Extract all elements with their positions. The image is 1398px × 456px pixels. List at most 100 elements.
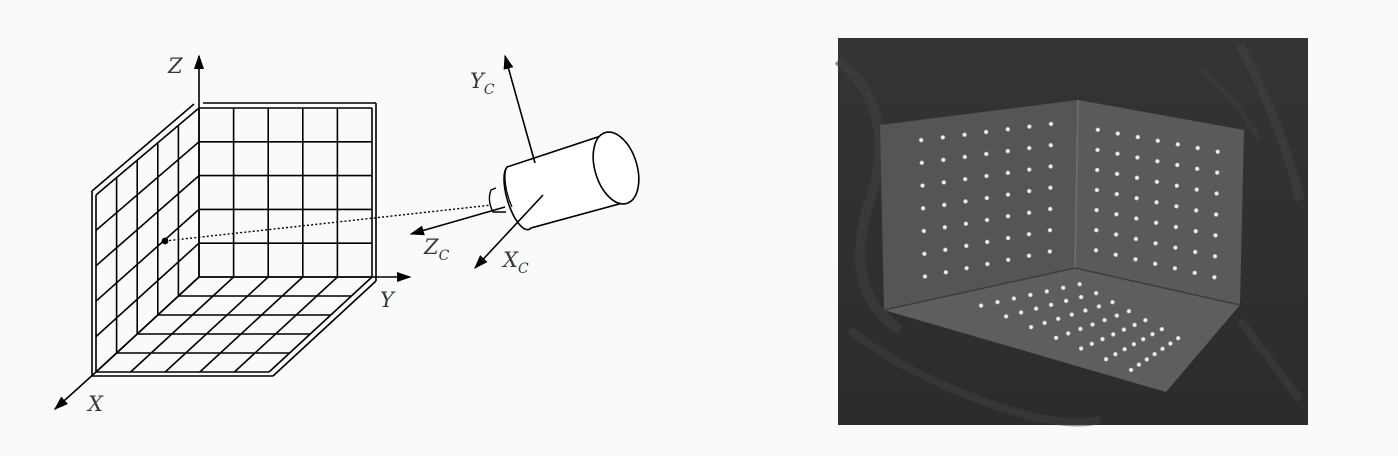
left-wall-dot [1005,257,1011,263]
left-wall-dot [919,183,926,189]
right-wall-dot [1093,247,1099,253]
right-wall-dot [1094,147,1101,153]
camera-y-axis [503,54,536,164]
side-line-u0 [95,107,200,196]
left-wall-dot [1026,253,1032,259]
floor-dot [1152,351,1158,357]
left-wall-dot [921,251,928,257]
right-wall-dot [1154,179,1160,185]
left-wall-dot [921,228,927,234]
calibration-target-photo [834,38,1308,427]
left-wall-dot [920,205,926,211]
floor-dot [1167,340,1173,347]
right-wall-dot [1214,170,1220,176]
projection-ray [164,204,493,242]
camera [488,131,640,231]
left-wall-dot [983,151,989,157]
floor-dot [1175,335,1181,341]
right-wall-dot [1194,166,1200,172]
floor-dot [1089,341,1095,347]
left-wall-dot [1047,185,1053,191]
floor-dot [994,299,1001,305]
left-wall-dot [963,243,969,249]
left-wall-dot [1026,231,1032,237]
left-wall-dot [1005,126,1011,132]
right-wall-dot [1093,227,1099,233]
left-wall-dot [962,198,969,204]
floor-dot [1132,322,1138,328]
floor-dot [1060,285,1066,291]
right-wall-dot [1114,191,1120,197]
floor-dot [1077,281,1083,287]
left-wall-dot [1026,145,1032,151]
left-wall-dot [1005,192,1011,198]
floor-dot [1096,303,1102,309]
camera-x-axis [474,194,544,270]
floor-dot [1142,317,1148,323]
right-wall-dot [1095,127,1101,133]
right-wall-dot [1153,220,1159,226]
left-wall-dot [940,157,946,163]
right-wall-dot [1192,270,1198,276]
side-line-u2 [95,174,200,267]
side-line-u1 [95,141,200,232]
floor-dot [978,303,984,309]
right-wall-dot [1094,167,1100,173]
floor-dot [1102,317,1108,323]
right-wall-dot [1212,253,1218,259]
left-wall-dot [984,195,990,201]
left-wall-dot [941,202,947,208]
right-wall-dot [1193,228,1199,234]
y-axis-label: Y [380,288,396,312]
floor-line-u3 [199,276,304,373]
floor-dot [1131,341,1137,347]
floor-line-u4 [233,276,338,373]
left-wall-dot [919,160,925,166]
left-wall-dot [1026,210,1032,216]
left-wall-dot [984,261,991,267]
left-wall-dot [1048,163,1054,169]
floor-dot [1149,331,1156,337]
right-wall-dot [1113,252,1119,258]
back-wall-grid [198,102,377,281]
right-wall-dot [1172,245,1178,251]
floor-dot [1078,345,1084,352]
right-wall-dot [1134,195,1140,201]
floor-dot [1003,313,1009,319]
floor-dot [1144,356,1150,362]
right-wall-dot [1133,215,1139,222]
right-wall-dot [1114,171,1120,177]
right-wall-dot [1152,261,1158,267]
left-wall-dots [918,121,1054,280]
left-wall-dot [964,265,970,271]
floor-dot [1089,321,1096,328]
floor-line-u2 [164,276,269,373]
right-wall-dot [1115,130,1121,137]
left-wall-dot [1026,167,1032,173]
left-wall-dot [1047,227,1053,233]
floor-line-u5 [268,276,373,373]
right-wall-dot [1214,190,1220,197]
floor-dot [1018,309,1024,316]
floor-dot [1048,302,1054,308]
right-wall-dot [1173,203,1179,209]
floor-dot [1082,307,1088,314]
x-axis [53,371,97,410]
floor-dot [1140,336,1146,342]
right-wall-dot [1133,236,1139,242]
floor-dot [1136,362,1142,368]
right-wall-dot [1113,211,1119,217]
left-wall-dot [942,247,948,253]
side-wall-grid [91,103,200,376]
floor-grid [92,276,377,377]
floor-dot [1065,330,1071,336]
floor-dot [1069,312,1075,318]
left-wall-dot [918,137,924,143]
left-wall-dot [984,217,990,223]
right-wall-dot [1193,207,1199,213]
left-wall-dot [1005,148,1011,154]
camera-lens [488,187,506,213]
camera-x-label: XC [501,248,529,277]
target-floor [884,268,1240,392]
floor-dot [1027,292,1033,298]
